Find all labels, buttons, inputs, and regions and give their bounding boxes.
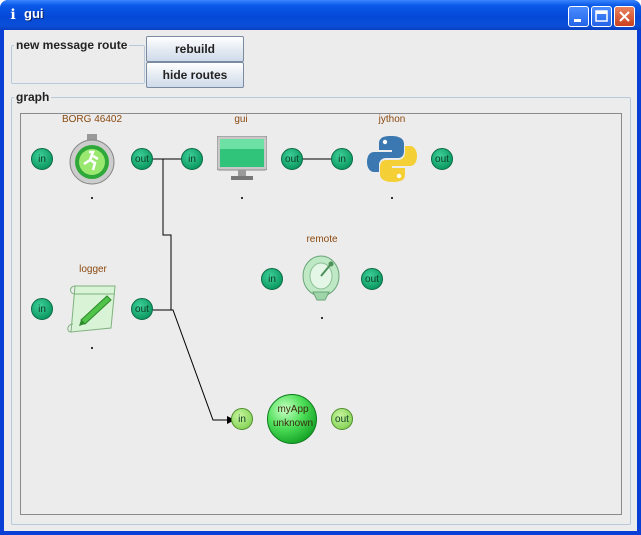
remote-status-dot (321, 317, 323, 319)
graph-group: graph (11, 90, 631, 525)
gui-out-port[interactable]: out (281, 148, 303, 170)
rebuild-button[interactable]: rebuild (146, 36, 244, 62)
graph-legend: graph (16, 90, 50, 104)
window-title: gui (24, 6, 44, 21)
python-logo-icon[interactable] (367, 134, 417, 188)
graph-canvas[interactable]: BORG 46402 in out gui in (20, 113, 622, 515)
remote-out-port[interactable]: out (361, 268, 383, 290)
gui-status-dot (241, 197, 243, 199)
hide-routes-button[interactable]: hide routes (146, 62, 244, 88)
satellite-dish-icon[interactable] (301, 254, 345, 308)
node-label-logger: logger (79, 264, 107, 275)
remote-in-port[interactable]: in (261, 268, 283, 290)
logger-out-port[interactable]: out (131, 298, 153, 320)
jython-status-dot (391, 197, 393, 199)
maximize-icon (595, 10, 608, 22)
new-message-route-legend: new message route (16, 38, 128, 52)
java-app-icon: ℹ (10, 7, 16, 23)
myapp-out-port[interactable]: out (331, 408, 353, 430)
node-label-myapp: myApp (277, 404, 309, 415)
close-icon (619, 11, 630, 22)
jython-out-port[interactable]: out (431, 148, 453, 170)
myapp-in-port[interactable]: in (231, 408, 253, 430)
borg-out-port[interactable]: out (131, 148, 153, 170)
minimize-icon (574, 19, 581, 22)
gui-in-port[interactable]: in (181, 148, 203, 170)
minimize-button[interactable] (568, 6, 589, 27)
node-label-borg: BORG 46402 (61, 114, 123, 125)
green-sphere-icon[interactable]: myApp unknown (267, 394, 317, 444)
logger-in-port[interactable]: in (31, 298, 53, 320)
close-button[interactable] (614, 6, 635, 27)
route-borg-to-myapp[interactable] (143, 158, 235, 424)
logger-status-dot (91, 347, 93, 349)
window-bottom-border (0, 531, 641, 535)
maximize-button[interactable] (591, 6, 612, 27)
scroll-pen-icon[interactable] (67, 282, 119, 340)
client-area: new message route rebuild hide routes gr… (4, 30, 637, 531)
borg-in-port[interactable]: in (31, 148, 53, 170)
title-bar[interactable]: ℹ gui (0, 0, 641, 30)
stopwatch-runner-icon[interactable] (69, 134, 115, 190)
borg-status-dot (91, 197, 93, 199)
new-message-route-group: new message route (11, 38, 145, 84)
node-label-gui: gui (234, 114, 248, 125)
monitor-icon[interactable] (216, 135, 268, 186)
node-sublabel-myapp: unknown (272, 418, 314, 429)
jython-in-port[interactable]: in (331, 148, 353, 170)
node-label-jython: jython (378, 114, 406, 125)
node-label-remote: remote (306, 234, 338, 245)
